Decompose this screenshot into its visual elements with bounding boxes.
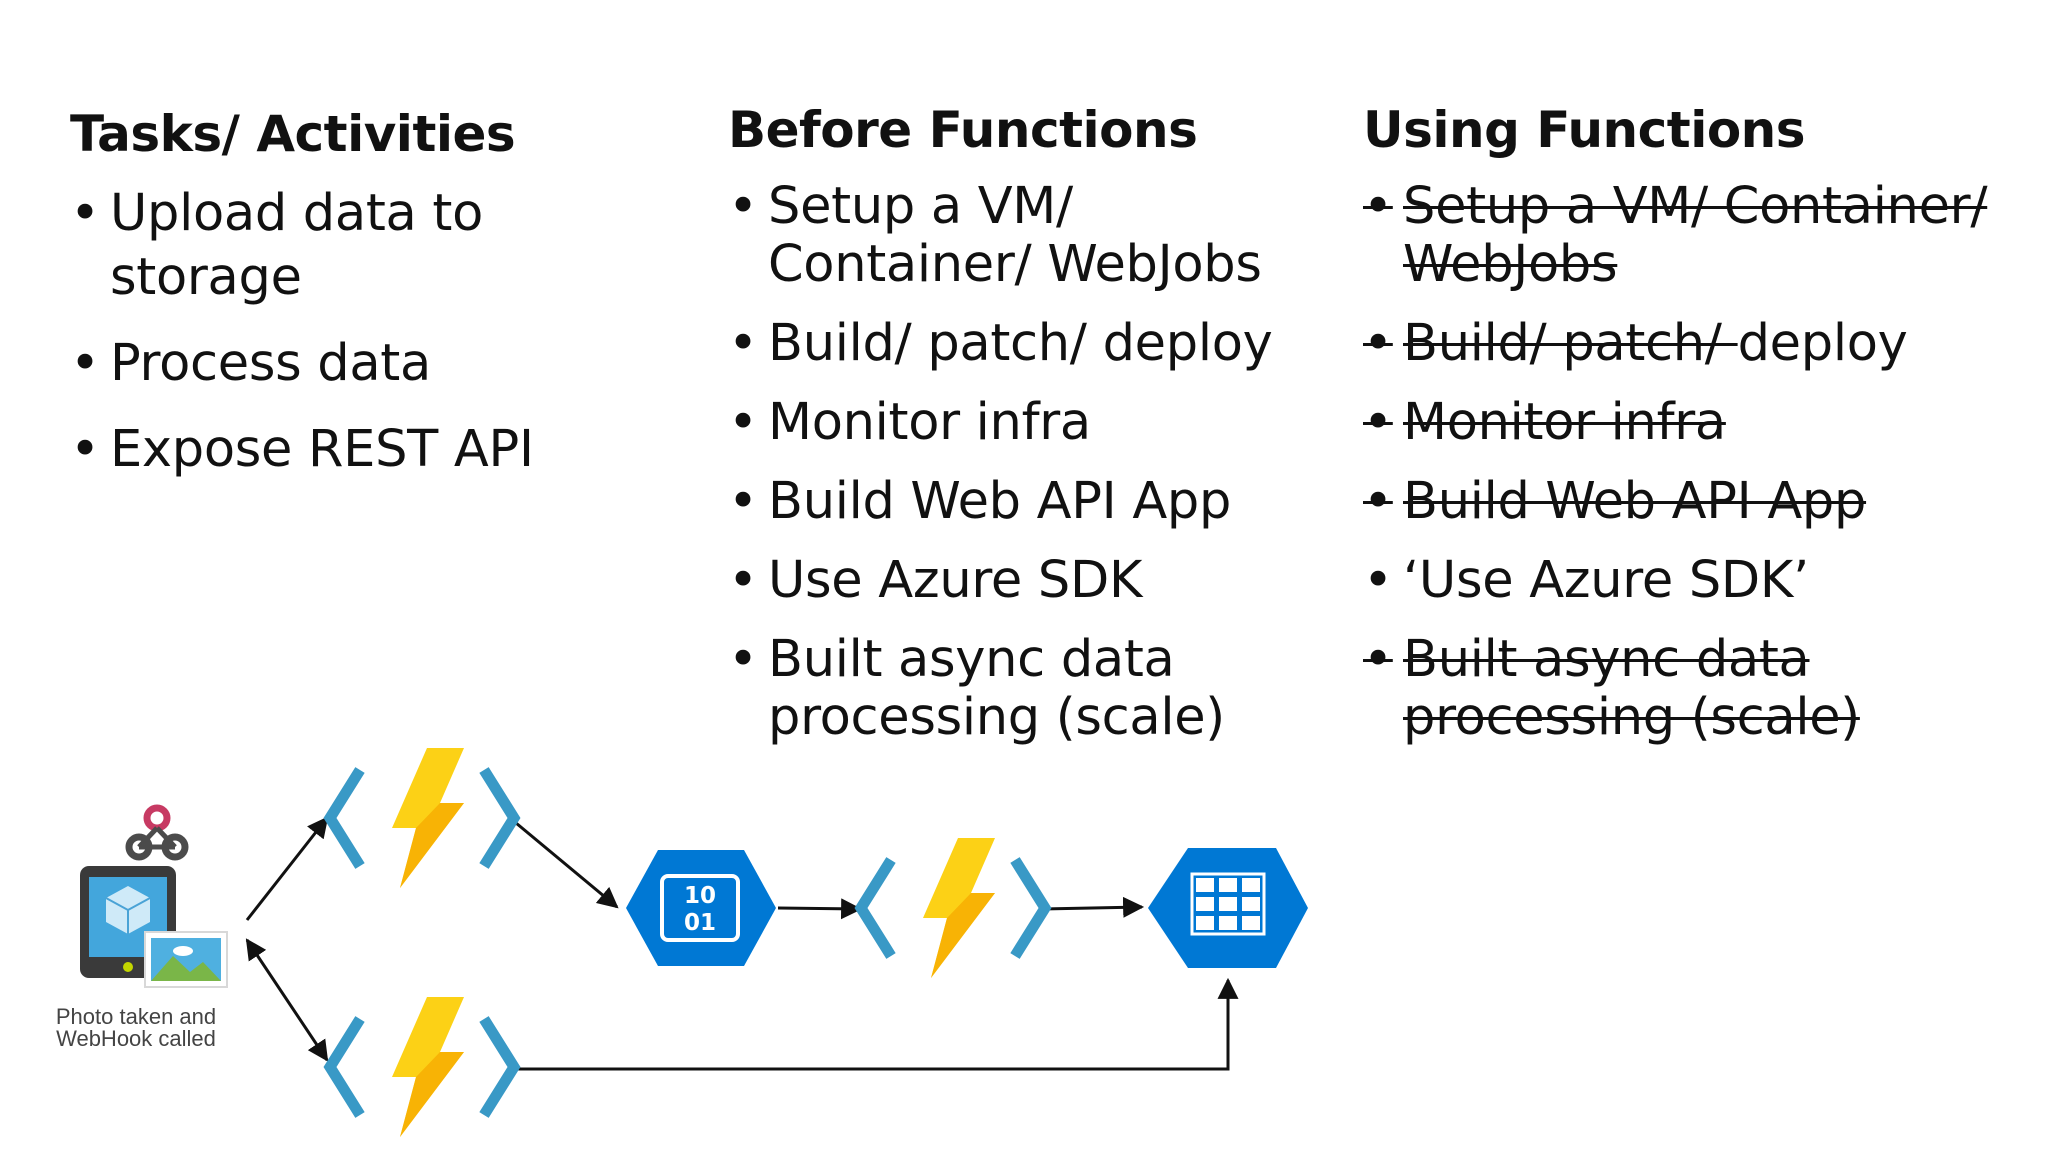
before-functions-list: •Setup a VM/ Container/ WebJobs •Build/ … [728,178,1328,747]
list-item: •Built async data processing (scale) [1363,630,1860,747]
arrow-to-bottom-function [245,938,329,1062]
list-item: •Build Web API App [728,472,1232,531]
arrow-to-top-function [245,816,329,921]
list-item: •Setup a VM/ Container/ WebJobs [1363,177,1988,294]
tasks-column: Tasks/ Activities •Upload data to storag… [70,104,670,504]
list-item: •Use Azure SDK [728,551,1143,610]
list-item: •Process data [70,334,431,393]
list-item: •Expose REST API [70,420,534,479]
webhook-icon [125,804,189,861]
list-item: •Upload data to storage [70,184,483,307]
arrow-blob-to-function [777,898,863,920]
arrow-function-to-blob [509,816,619,909]
list-item: •Monitor infra [1363,393,1726,452]
table-storage-icon [1148,848,1308,968]
tasks-heading: Tasks/ Activities [70,105,516,163]
list-item: •Build/ patch/ deploy [728,314,1273,373]
tasks-list: •Upload data to storage •Process data •E… [70,182,670,482]
before-functions-column: Before Functions •Setup a VM/ Container/… [728,100,1328,768]
before-functions-heading: Before Functions [728,101,1198,159]
using-functions-heading: Using Functions [1363,101,1806,159]
function-icon [330,748,514,888]
photo-icon [144,931,228,988]
using-functions-column: Using Functions •Setup a VM/ Container/ … [1363,100,2003,768]
list-item: •‘Use Azure SDK’ [1363,551,1809,610]
function-icon [330,997,514,1137]
arrow-function-to-table [1041,896,1145,918]
blob-storage-icon: 10 01 [626,850,776,966]
list-item: •Built async data processing (scale) [728,630,1225,747]
function-icon [861,838,1045,978]
using-functions-list: •Setup a VM/ Container/ WebJobs •Build/ … [1363,178,2003,747]
list-item: •Setup a VM/ Container/ WebJobs [728,177,1262,294]
binary-bottom-text: 01 [684,910,716,936]
binary-top-text: 10 [684,883,716,909]
list-item: •Build/ patch/ deploy [1363,314,1908,373]
list-item: •Build Web API App [1363,472,1867,531]
list-item: •Monitor infra [728,393,1091,452]
diagram-caption: Photo taken and WebHook called [55,1004,217,1051]
arrow-bottom-function-to-table [510,977,1239,1071]
